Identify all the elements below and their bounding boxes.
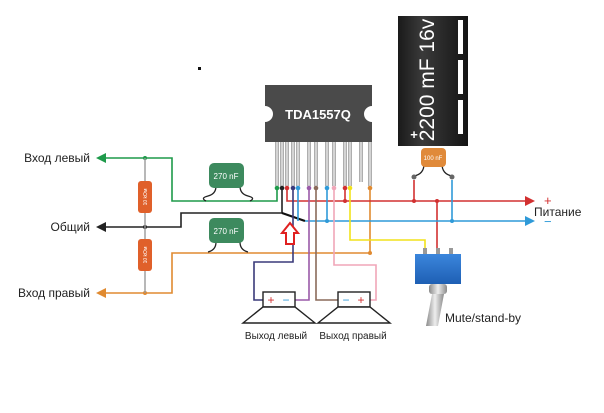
mute-label: Mute/stand-by: [445, 311, 521, 325]
arrow-left-icon: [96, 288, 106, 298]
ic-pin: [280, 140, 284, 186]
ic-pin: [325, 140, 329, 186]
ic-pin: [368, 140, 372, 186]
speaker-left: + − Выход левый: [241, 291, 317, 342]
resistor-bottom: 10 kOм: [138, 239, 152, 271]
wire-common: [104, 190, 283, 228]
wire-left-input: [104, 157, 278, 202]
ic-pin: [359, 140, 363, 182]
wire-right-plus: [333, 190, 377, 301]
power-minus-sign: −: [544, 214, 552, 229]
svg-text:−: −: [342, 293, 349, 307]
power-label: Питание: [534, 205, 582, 219]
toggle-lever: [426, 294, 444, 326]
svg-text:270 nF: 270 nF: [214, 172, 239, 181]
stray-dot: [198, 67, 201, 70]
mute-switch[interactable]: Mute/stand-by: [415, 248, 521, 326]
ic-pin: [291, 140, 295, 186]
power-plus-sign: +: [544, 193, 552, 208]
svg-text:−: −: [282, 293, 289, 307]
ic-pin: [296, 140, 300, 186]
wire-right-minus: [315, 190, 340, 301]
pin-solder-dot: [290, 185, 296, 191]
ic-pin: [307, 140, 311, 186]
input-right-terminal: Вход правый: [18, 286, 106, 300]
electrolytic-capacitor: 2200 mF 16v +: [398, 16, 468, 180]
ic-label: TDA1557Q: [285, 107, 351, 122]
pin-solder-dot: [347, 185, 353, 191]
svg-text:270 nF: 270 nF: [214, 227, 239, 236]
common-label: Общий: [51, 220, 91, 234]
ic-pins: [274, 140, 373, 191]
ic-pin: [275, 140, 279, 186]
svg-text:10 kOм: 10 kOм: [143, 188, 149, 205]
ic-pin: [285, 140, 289, 186]
arrow-left-icon: [96, 222, 106, 232]
output-right-label: Выход правый: [319, 331, 386, 342]
power-terminal: + − Питание: [525, 193, 582, 229]
input-right-label: Вход правый: [18, 286, 90, 300]
svg-text:+: +: [267, 293, 274, 307]
pin-solder-dot: [295, 185, 301, 191]
ic-chip: TDA1557Q: [265, 85, 372, 142]
wire-right-input: [104, 190, 371, 294]
input-cap-left: 270 nF: [202, 163, 254, 202]
pin-solder-dot: [342, 185, 348, 191]
pin-solder-dot: [324, 185, 330, 191]
arrow-right-icon: [525, 216, 535, 226]
speaker-right: − + Выход правый: [316, 291, 392, 342]
small-capacitor: 100 nF: [411, 148, 455, 180]
arrow-left-icon: [96, 153, 106, 163]
input-left-terminal: Вход левый: [24, 151, 106, 165]
pin-solder-dot: [313, 185, 319, 191]
arrow-up-icon: [279, 221, 301, 245]
svg-text:100 nF: 100 nF: [424, 156, 443, 162]
svg-text:+: +: [357, 293, 364, 307]
input-cap-right: 270 nF: [207, 218, 249, 253]
pin-solder-dot: [331, 185, 337, 191]
pin-solder-dot: [367, 185, 373, 191]
pin-solder-dot: [279, 185, 285, 191]
ic-pin: [314, 140, 318, 186]
ic-pin: [343, 140, 347, 186]
wires: [104, 157, 525, 301]
pin-solder-dot: [306, 185, 312, 191]
input-left-label: Вход левый: [24, 151, 90, 165]
arrow-right-icon: [525, 196, 535, 206]
wire-mute: [349, 190, 426, 250]
resistor-top: 10 kOм: [138, 181, 152, 213]
junctions: [143, 156, 454, 295]
wire-plus: [286, 190, 525, 202]
capacitor-value: 2200 mF 16v: [416, 18, 439, 141]
svg-text:10 kOм: 10 kOм: [143, 246, 149, 263]
pin-solder-dot: [284, 185, 290, 191]
common-terminal: Общий: [51, 220, 106, 234]
ic-pin: [332, 140, 336, 186]
pin-solder-dot: [274, 185, 280, 191]
capacitor-polarity: +: [410, 127, 418, 142]
ic-pin: [348, 140, 352, 186]
wire-left-minus: [292, 190, 310, 301]
output-left-label: Выход левый: [245, 331, 307, 342]
